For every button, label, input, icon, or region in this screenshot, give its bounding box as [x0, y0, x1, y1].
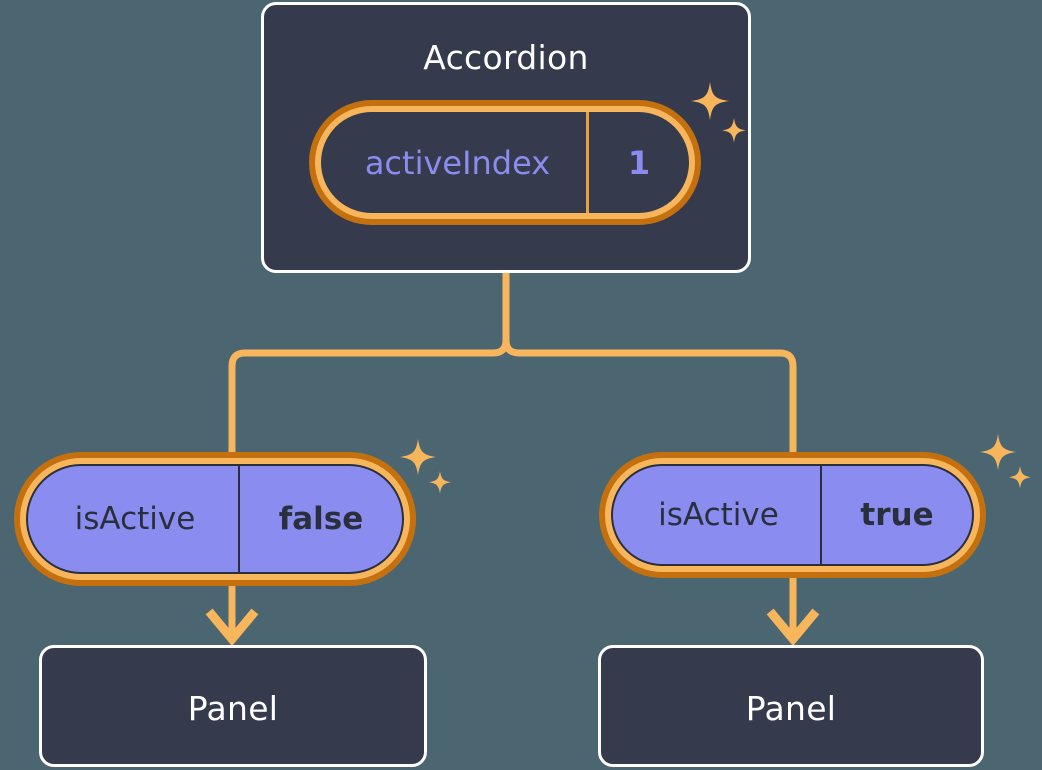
sparkle-icon: [980, 434, 1016, 470]
node-panel-right[interactable]: Panel: [598, 645, 984, 767]
node-accordion-title: Accordion: [423, 38, 589, 77]
state-value-label: true: [860, 497, 934, 533]
arrow-down-icon-right: [766, 608, 820, 647]
state-value-label: 1: [627, 143, 651, 182]
edge-accordion-to-left: [228, 273, 510, 452]
edge-accordion-to-right: [502, 273, 797, 452]
state-value-label: false: [278, 501, 364, 537]
node-panel-left-title: Panel: [187, 689, 279, 728]
pill-ring-inner: activeIndex 1: [315, 106, 695, 219]
sparkle-icon: [400, 439, 436, 475]
state-key-label: isActive: [28, 466, 240, 572]
sparkle-group-right: [980, 434, 1031, 489]
state-key-label: isActive: [613, 466, 822, 564]
sparkle-small-icon: [429, 471, 451, 494]
pill-body: activeIndex 1: [321, 112, 689, 213]
pill-ring-inner: isActive false: [20, 458, 410, 580]
arrow-down-icon-left: [205, 608, 259, 647]
state-pill-is-active-left[interactable]: isActive false: [14, 452, 416, 586]
pill-body: isActive true: [611, 464, 974, 566]
sparkle-small-icon: [1009, 466, 1031, 489]
state-pill-active-index[interactable]: activeIndex 1: [309, 100, 701, 225]
state-pill-is-active-right[interactable]: isActive true: [599, 452, 986, 578]
node-panel-left[interactable]: Panel: [39, 645, 427, 767]
node-panel-right-title: Panel: [745, 689, 837, 728]
pill-ring-inner: isActive true: [605, 458, 980, 572]
pill-body: isActive false: [26, 464, 404, 574]
state-key-label: activeIndex: [321, 112, 589, 213]
